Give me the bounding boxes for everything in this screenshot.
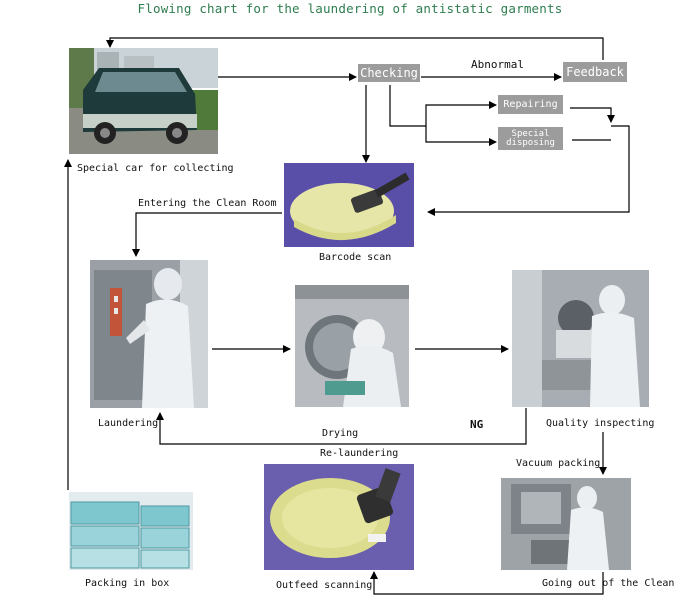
collecting-van-photo <box>69 48 218 154</box>
arrow-merge-to-barcode <box>427 125 630 216</box>
barcode-scan-photo <box>284 163 414 247</box>
arrow-checking-to-special <box>425 126 497 146</box>
feedback-box: Feedback <box>563 62 627 82</box>
abnormal-label: Abnormal <box>471 58 524 71</box>
drying-label: Drying <box>322 428 359 439</box>
laundering-photo <box>90 260 208 408</box>
special-disposing-line2: disposing <box>506 137 555 148</box>
arrow-checking-to-repairing <box>389 85 497 127</box>
special-disposing-box: Special disposing <box>498 127 563 150</box>
laundering-label: Laundering <box>98 418 159 429</box>
packing-box-photo <box>69 492 193 570</box>
vacuum-packing-photo <box>501 478 631 570</box>
arrow-barcode-to-laundering <box>132 212 282 257</box>
outfeed-label: Outfeed scanning <box>276 580 373 591</box>
drying-photo <box>295 285 409 407</box>
arrow-vacuum-to-outfeed <box>370 571 604 595</box>
ng-label: NG <box>470 418 484 431</box>
going-out-label: Going out of the Clean <box>542 578 675 589</box>
checking-box: Checking <box>358 64 420 82</box>
car-label: Special car for collecting <box>77 163 234 174</box>
arrow-repairing-to-merge <box>570 107 615 123</box>
arrow-feedback-to-car <box>106 37 604 60</box>
outfeed-scanning-photo <box>264 464 414 570</box>
special-disposing-line1: Special <box>511 128 550 139</box>
barcode-label: Barcode scan <box>319 252 392 263</box>
quality-label: Quality inspecting <box>546 418 655 429</box>
arrow-quality-to-laundering <box>156 408 527 445</box>
chart-title: Flowing chart for the laundering of anti… <box>137 1 563 16</box>
packing-label: Packing in box <box>85 578 170 589</box>
relaundering-label: Re-laundering <box>320 448 399 459</box>
entering-label: Entering the Clean Room <box>138 198 277 209</box>
vacuum-label: Vacuum packing <box>516 458 601 469</box>
repairing-box: Repairing <box>498 95 563 114</box>
quality-inspecting-photo <box>512 270 649 407</box>
